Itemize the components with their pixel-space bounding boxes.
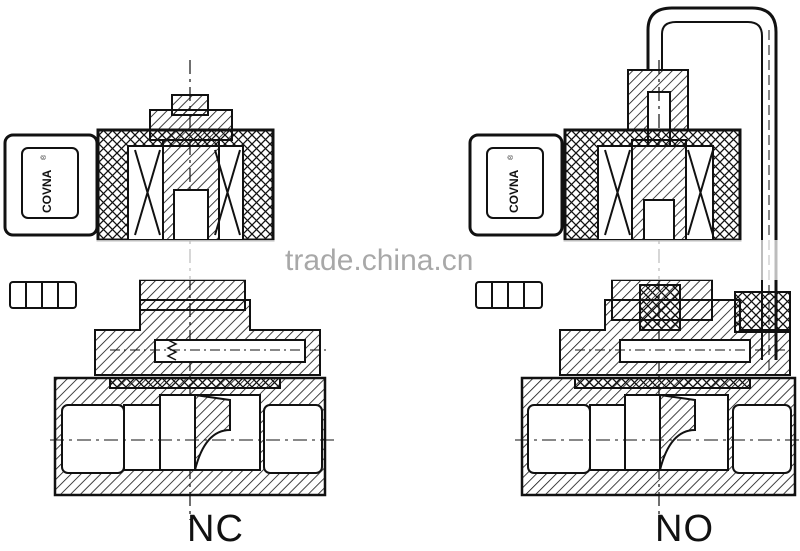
- no-brand-label: COVNA: [507, 169, 521, 213]
- no-valve: [468, 6, 800, 520]
- no-registered-mark: ®: [507, 154, 515, 160]
- no-caption: NO: [655, 508, 714, 550]
- nc-caption: NC: [187, 508, 244, 550]
- watermark-band: [0, 240, 800, 280]
- nc-registered-mark: ®: [40, 154, 48, 160]
- watermark-text: trade.china.cn: [285, 244, 474, 277]
- nc-brand-label: COVNA: [40, 169, 54, 213]
- nc-valve: [3, 60, 335, 520]
